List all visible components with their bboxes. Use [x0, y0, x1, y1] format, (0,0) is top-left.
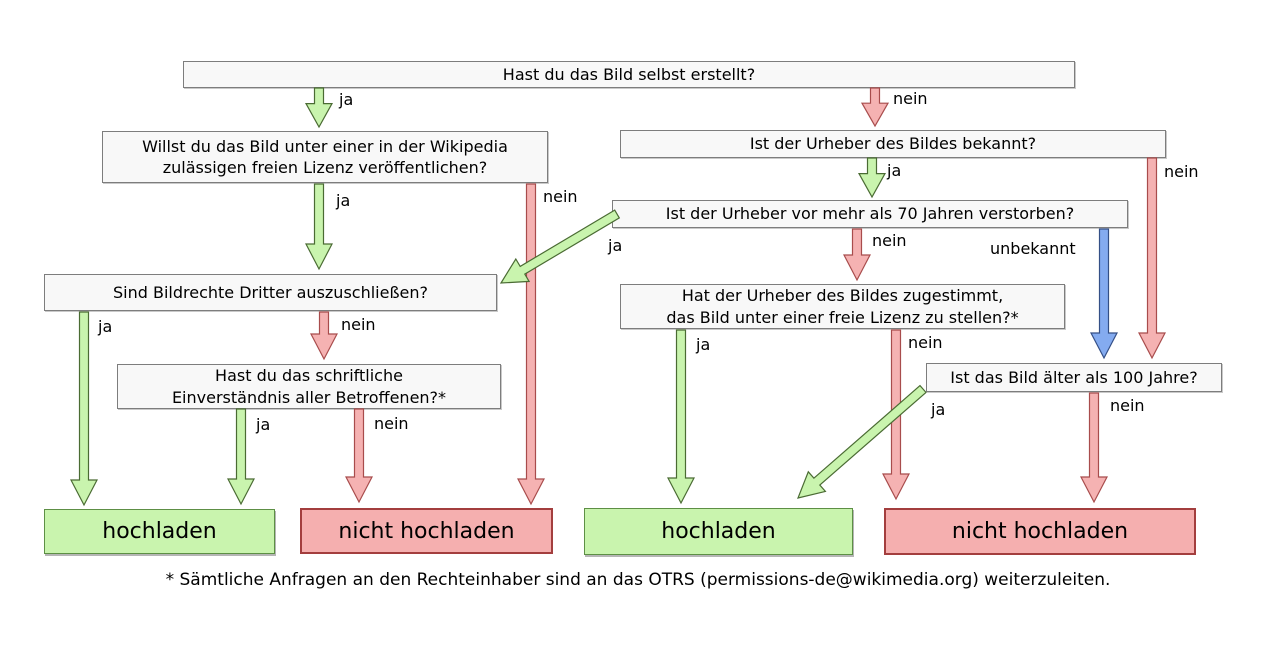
- arrow-q8-ja-diagonal: [797, 384, 927, 499]
- edge-label-q2-nein: nein: [543, 187, 578, 206]
- edge-label-q4-nein: nein: [872, 231, 907, 250]
- question-box-author-agreed-license: Hat der Urheber des Bildes zugestimmt, d…: [620, 284, 1065, 329]
- question-box-author-known: Ist der Urheber des Bildes bekannt?: [620, 130, 1166, 158]
- edge-label-q8-ja: ja: [931, 400, 946, 419]
- question-box-author-dead-70-years: Ist der Urheber vor mehr als 70 Jahren v…: [612, 200, 1128, 228]
- result-box-no-upload-right: nicht hochladen: [884, 508, 1196, 555]
- question-box-self-created: Hast du das Bild selbst erstellt?: [183, 61, 1075, 88]
- arrow-q6-nein: [345, 408, 373, 504]
- arrow-q6-ja: [227, 408, 255, 506]
- question-box-third-party-rights: Sind Bildrechte Dritter auszuschließen?: [44, 274, 497, 311]
- arrow-q5-ja: [70, 311, 98, 507]
- edge-label-q6-ja: ja: [256, 415, 271, 434]
- edge-label-q3-nein: nein: [1164, 162, 1199, 181]
- arrow-q4-nein: [843, 228, 871, 282]
- edge-label-q5-nein: nein: [341, 315, 376, 334]
- arrow-q7-nein: [882, 329, 910, 501]
- arrow-q5-nein: [310, 311, 338, 361]
- result-box-upload-left: hochladen: [44, 509, 275, 554]
- edge-label-q4-unbekannt: unbekannt: [990, 239, 1076, 258]
- arrow-q4-unbekannt: [1090, 228, 1118, 360]
- edge-label-q1-nein: nein: [893, 89, 928, 108]
- edge-label-q7-nein: nein: [908, 333, 943, 352]
- edge-label-q6-nein: nein: [374, 414, 409, 433]
- question-box-free-license-publish: Willst du das Bild unter einer in der Wi…: [102, 131, 548, 183]
- arrow-q7-ja: [667, 329, 695, 505]
- edge-label-q8-nein: nein: [1110, 396, 1145, 415]
- result-box-no-upload-left: nicht hochladen: [300, 508, 553, 554]
- question-box-older-100-years: Ist das Bild älter als 100 Jahre?: [926, 363, 1222, 392]
- footnote: * Sämtliche Anfragen an den Rechteinhabe…: [165, 570, 1111, 590]
- edge-label-q7-ja: ja: [696, 335, 711, 354]
- arrow-q8-nein: [1080, 392, 1108, 504]
- arrow-q2-ja: [305, 183, 333, 271]
- result-box-upload-right: hochladen: [584, 508, 853, 555]
- arrow-q1-nein: [860, 87, 890, 128]
- edge-label-q3-ja: ja: [887, 161, 902, 180]
- question-box-written-consent: Hast du das schriftliche Einverständnis …: [117, 364, 501, 409]
- edge-label-q5-ja: ja: [98, 317, 113, 336]
- edge-label-q1-ja: ja: [339, 90, 354, 109]
- arrow-q3-ja: [857, 157, 887, 199]
- edge-label-q4-ja: ja: [608, 236, 623, 255]
- edge-label-q2-ja: ja: [336, 191, 351, 210]
- arrow-q2-nein: [517, 183, 545, 506]
- arrow-q4-ja-diagonal: [499, 209, 621, 284]
- arrow-q1-ja: [304, 87, 334, 129]
- arrow-q3-nein: [1138, 157, 1166, 360]
